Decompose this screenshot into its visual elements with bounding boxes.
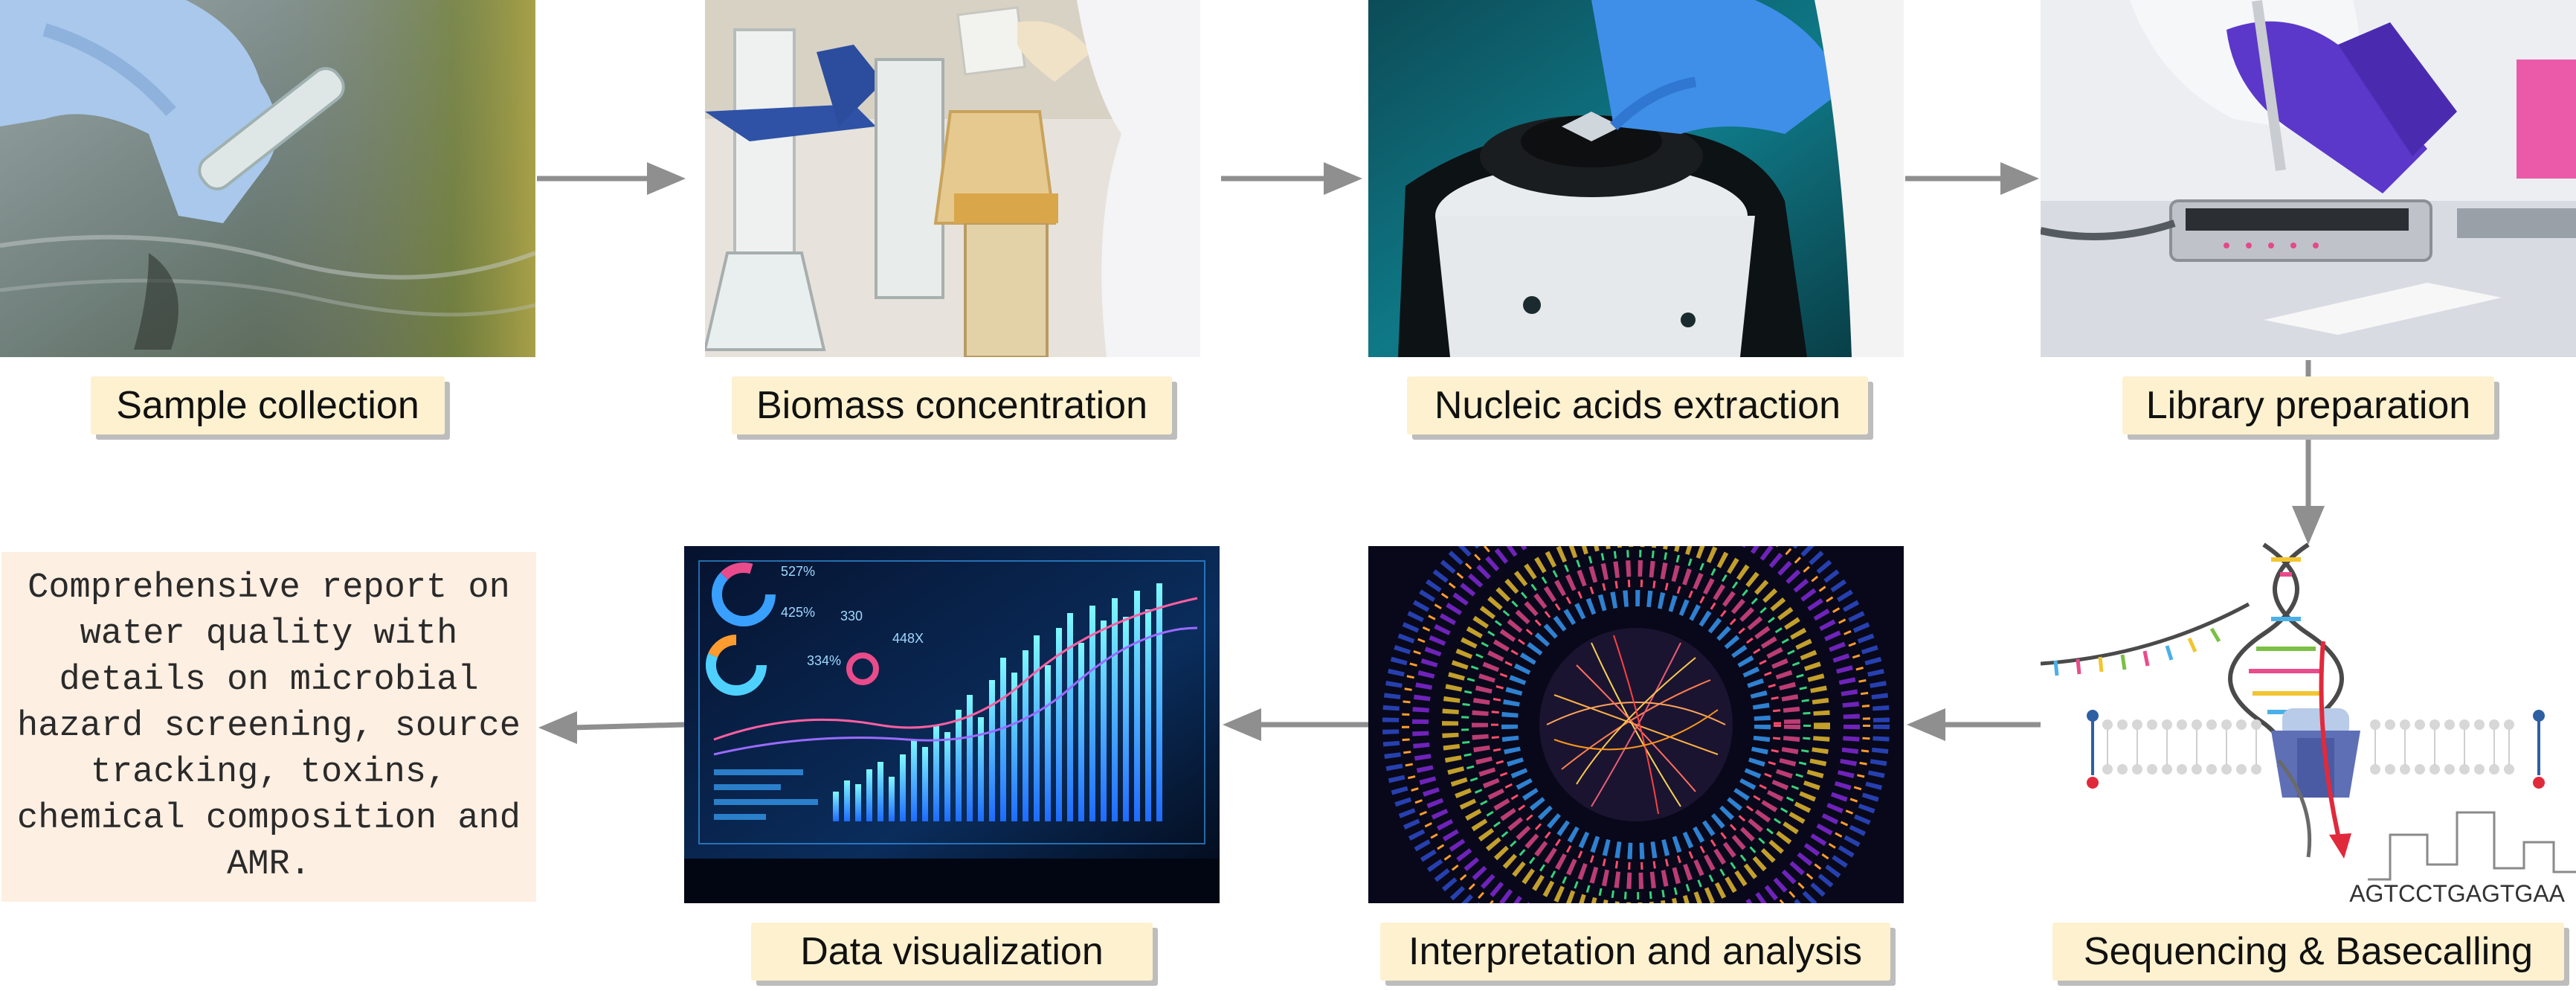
dna-helix-icon xyxy=(2041,542,2344,769)
library-preparation-photo xyxy=(2041,0,2576,357)
nanopore-protein-icon xyxy=(2271,708,2360,798)
sequencing-illustration: AGTCCTGAGTGAA xyxy=(2041,537,2576,909)
step-label-nucleic-acids-extraction: Nucleic acids extraction xyxy=(1407,376,1868,434)
step-label-data-visualization: Data visualization xyxy=(751,923,1153,981)
strand-exit-arrow-icon xyxy=(2319,641,2351,859)
report-summary-box: Comprehensive report on water quality wi… xyxy=(1,552,536,902)
sample-collection-photo xyxy=(0,0,535,357)
interpretation-circos-graphic xyxy=(1368,546,1904,903)
dashboard-readout: 334% xyxy=(807,653,841,668)
step-label-interpretation-analysis: Interpretation and analysis xyxy=(1380,923,1890,981)
step-label-sequencing-basecalling: Sequencing & Basecalling xyxy=(2052,923,2564,981)
step-label-sample-collection: Sample collection xyxy=(91,376,445,434)
dashboard-readout: 527% xyxy=(781,564,815,579)
nucleic-acids-extraction-photo xyxy=(1368,0,1904,357)
report-summary-text: Comprehensive report on water quality wi… xyxy=(17,568,521,885)
step-label-biomass-concentration: Biomass concentration xyxy=(732,376,1172,434)
biomass-concentration-photo xyxy=(705,0,1200,357)
step-label-library-preparation: Library preparation xyxy=(2122,376,2494,434)
dashboard-readout: 330 xyxy=(840,609,863,623)
dashboard-readout: 425% xyxy=(781,605,815,620)
data-visualization-dashboard: 527% 425% 330 334% 448X xyxy=(684,546,1220,903)
sequence-readout: AGTCCTGAGTGAA xyxy=(2349,880,2565,907)
dashboard-readout: 448X xyxy=(892,631,924,646)
